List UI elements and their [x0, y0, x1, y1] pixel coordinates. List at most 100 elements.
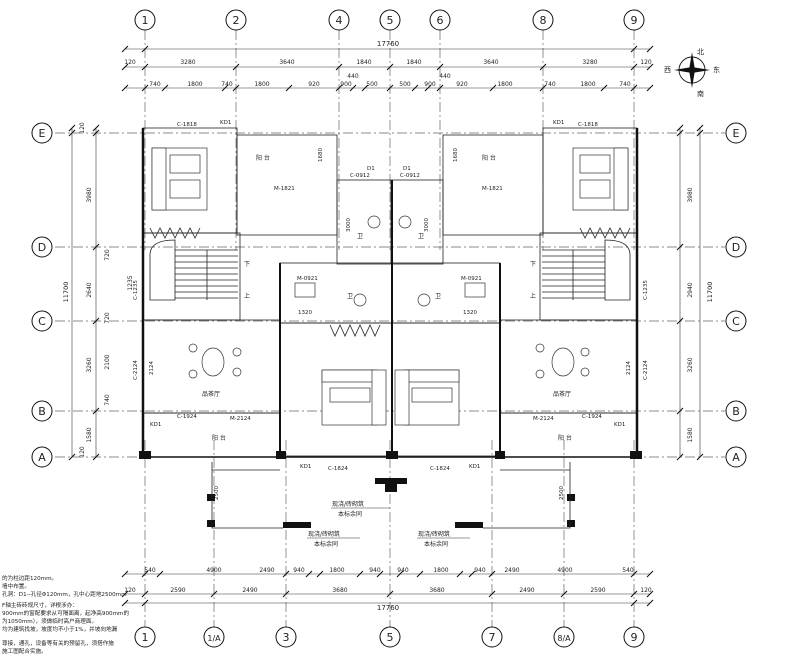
svg-text:上: 上 — [244, 292, 250, 300]
svg-text:1580: 1580 — [86, 427, 93, 442]
svg-text:900: 900 — [424, 81, 436, 88]
svg-text:C-1924: C-1924 — [582, 414, 602, 420]
bottom-dimension-row-a: 540 4900 2490 940 1800 940 940 1800 940 … — [144, 567, 634, 574]
svg-text:M-0921: M-0921 — [297, 276, 318, 282]
front-terrace — [211, 462, 571, 529]
svg-text:440: 440 — [347, 73, 359, 80]
svg-text:8/A: 8/A — [557, 634, 571, 643]
svg-text:B: B — [732, 405, 740, 418]
top-dimension-row-a: 120 3280 3640 1840 1840 3640 3280 120 — [124, 59, 652, 66]
svg-text:900: 900 — [340, 81, 352, 88]
bottom-dimension-row-b: 120 2590 2490 3680 3680 2490 2590 120 — [124, 587, 652, 594]
svg-text:3000: 3000 — [424, 218, 430, 232]
svg-text:卫: 卫 — [418, 233, 424, 240]
svg-text:1: 1 — [142, 14, 149, 27]
svg-text:本标余同: 本标余同 — [314, 540, 338, 548]
svg-text:940: 940 — [474, 567, 486, 574]
svg-text:品茶厅: 品茶厅 — [553, 390, 571, 398]
svg-text:M-1821: M-1821 — [482, 186, 503, 192]
compass-north: 北 — [697, 48, 704, 56]
svg-text:尊接，通孔，设备等有关的预留孔，须搭作施: 尊接，通孔，设备等有关的预留孔，须搭作施 — [2, 639, 114, 647]
svg-text:5: 5 — [387, 14, 394, 27]
bed-upper-right — [572, 147, 629, 211]
left-total-height: 11700 — [62, 282, 70, 303]
svg-text:1800: 1800 — [580, 81, 595, 88]
svg-text:2500: 2500 — [559, 486, 565, 500]
axis-bubble-bottom-5: 5 — [379, 626, 401, 648]
svg-text:5: 5 — [387, 631, 394, 644]
axis-bubble-right-A: A — [725, 446, 747, 468]
slab-callouts: 现浇/砖砌筑 本标余同 现浇/砖砌筑 本标余同 现浇/砖砌筑 本标余同 — [307, 500, 470, 548]
svg-text:540: 540 — [622, 567, 634, 574]
svg-text:1320: 1320 — [463, 310, 477, 316]
svg-text:1840: 1840 — [356, 59, 371, 66]
svg-text:1580: 1580 — [687, 427, 694, 442]
svg-text:2124: 2124 — [149, 361, 155, 375]
svg-text:940: 940 — [397, 567, 409, 574]
svg-text:墙中布置。: 墙中布置。 — [2, 582, 30, 590]
svg-text:4900: 4900 — [206, 567, 221, 574]
svg-text:阳 台: 阳 台 — [256, 154, 270, 162]
svg-text:M-1821: M-1821 — [274, 186, 295, 192]
svg-text:1: 1 — [142, 631, 149, 644]
svg-text:D: D — [38, 241, 46, 254]
toilet-fixtures — [294, 215, 486, 307]
axis-bubble-top-2: 2 — [225, 9, 247, 31]
axis-bubble-right-D: D — [725, 236, 747, 258]
axis-bubble-left-C: C — [31, 310, 53, 332]
svg-text:2940: 2940 — [687, 282, 694, 297]
svg-text:品茶厅: 品茶厅 — [202, 390, 220, 398]
axis-bubble-bottom-9: 9 — [623, 626, 645, 648]
axis-bubble-top-1: 1 — [134, 9, 156, 31]
svg-text:2490: 2490 — [504, 567, 519, 574]
top-dimension-row-c: 740 1800 740 1800 920 900 500 500 900 92… — [149, 81, 631, 88]
svg-text:3640: 3640 — [483, 59, 498, 66]
svg-text:1800: 1800 — [254, 81, 269, 88]
svg-text:本标余同: 本标余同 — [338, 510, 362, 518]
svg-text:C: C — [38, 315, 46, 328]
svg-text:3280: 3280 — [582, 59, 597, 66]
svg-text:9: 9 — [631, 14, 638, 27]
svg-text:2124: 2124 — [626, 361, 632, 375]
axis-bubble-top-5: 5 — [379, 9, 401, 31]
svg-text:740: 740 — [221, 81, 233, 88]
svg-text:1800: 1800 — [433, 567, 448, 574]
svg-text:120: 120 — [640, 587, 652, 594]
svg-text:900mm的窗配要求从可隔面离，起净高900mm的: 900mm的窗配要求从可隔面离，起净高900mm的 — [2, 609, 129, 617]
bed-center-left — [321, 369, 387, 426]
svg-text:7: 7 — [489, 631, 496, 644]
svg-text:C-2124: C-2124 — [133, 360, 139, 380]
svg-text:2490: 2490 — [519, 587, 534, 594]
svg-text:9: 9 — [631, 631, 638, 644]
svg-text:1235: 1235 — [127, 275, 134, 290]
svg-text:KD1: KD1 — [553, 120, 564, 126]
svg-text:440: 440 — [439, 73, 451, 80]
svg-text:8: 8 — [540, 14, 547, 27]
svg-text:卫: 卫 — [435, 293, 441, 300]
axis-bubble-top-4: 4 — [328, 9, 350, 31]
axis-bubble-left-D: D — [31, 236, 53, 258]
svg-text:C: C — [732, 315, 740, 328]
svg-text:KD1: KD1 — [469, 464, 480, 470]
axis-bubble-top-8: 8 — [532, 9, 554, 31]
compass-icon: 北 南 东 西 — [664, 48, 720, 98]
svg-text:3000: 3000 — [346, 218, 352, 232]
svg-text:C-2124: C-2124 — [643, 360, 649, 380]
svg-text:KD1: KD1 — [150, 422, 161, 428]
svg-text:740: 740 — [619, 81, 631, 88]
svg-text:120: 120 — [79, 446, 86, 458]
svg-text:C-1235: C-1235 — [643, 280, 649, 300]
svg-text:120: 120 — [640, 59, 652, 66]
svg-text:1800: 1800 — [329, 567, 344, 574]
svg-text:C-1818: C-1818 — [578, 122, 598, 128]
svg-text:现浇/砖砌筑: 现浇/砖砌筑 — [418, 530, 450, 538]
svg-text:阳 台: 阳 台 — [482, 154, 496, 162]
compass-west: 西 — [664, 66, 671, 74]
svg-text:120: 120 — [124, 59, 136, 66]
axis-bubble-right-B: B — [725, 400, 747, 422]
svg-text:1800: 1800 — [497, 81, 512, 88]
svg-text:3280: 3280 — [180, 59, 195, 66]
svg-text:4900: 4900 — [557, 567, 572, 574]
